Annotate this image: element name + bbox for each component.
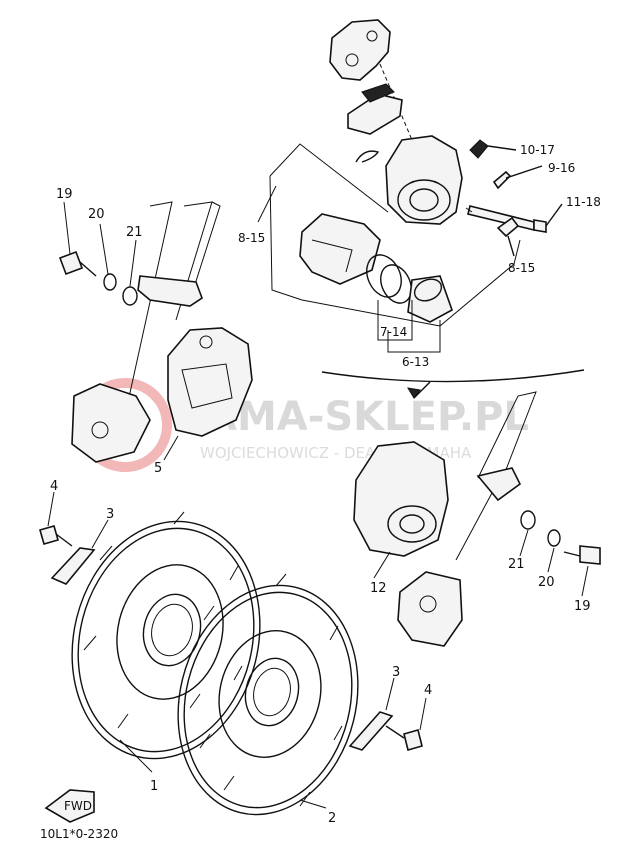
callout-20-right: 20	[538, 575, 555, 590]
callout-9-16: 9-16	[548, 161, 575, 175]
callout-10-17: 10-17	[520, 143, 555, 157]
right-fork-leg	[397, 571, 463, 647]
left-fork-clamp	[137, 275, 203, 307]
brake-disc-1[interactable]	[48, 501, 285, 778]
caliper-bracket-top[interactable]	[329, 19, 391, 81]
caliper-piston[interactable]	[407, 275, 453, 323]
washer-21-left[interactable]	[122, 286, 138, 306]
callout-11-18: 11-18	[566, 195, 601, 209]
callout-8-15-left: 8-15	[238, 231, 265, 245]
bolt-19-left[interactable]	[58, 250, 84, 276]
callout-19-right: 19	[574, 599, 591, 614]
fwd-label: FWD	[64, 799, 92, 813]
callout-3-right: 3	[392, 665, 400, 680]
bolt-4-right[interactable]	[403, 729, 423, 751]
callout-7-14: 7-14	[380, 325, 407, 339]
disc-hardware	[39, 491, 427, 751]
assembly-direction-arrow	[321, 369, 585, 383]
right-fork-assembly	[353, 391, 601, 647]
callout-3-left: 3	[106, 507, 114, 522]
callout-8-15-right: 8-15	[508, 261, 535, 275]
callout-19-left: 19	[56, 187, 73, 202]
caliper-left[interactable]	[167, 327, 253, 437]
left-fork-assembly	[58, 201, 253, 463]
brake-pad-inner[interactable]	[299, 213, 381, 285]
washer-20-left[interactable]	[103, 273, 117, 291]
bolt-19-right[interactable]	[579, 545, 601, 565]
callout-2: 2	[328, 811, 336, 826]
bolt-4-left[interactable]	[39, 525, 59, 545]
washer-21-right[interactable]	[520, 510, 536, 530]
forward-arrow-icon: FWD	[44, 789, 95, 823]
callout-21-left: 21	[126, 225, 143, 240]
callout-6-13: 6-13	[402, 355, 429, 369]
callout-20-left: 20	[88, 207, 105, 222]
callout-4-left: 4	[50, 479, 58, 494]
callout-21-right: 21	[508, 557, 525, 572]
diagram-code: 10L1*0-2320	[40, 827, 118, 841]
piston-seal[interactable]	[360, 249, 408, 302]
callout-12: 12	[370, 581, 387, 596]
watermark: AMA-SKLEP.PL WOJCIECHOWICZ - DEALER YAMA…	[78, 378, 529, 472]
right-fork-clamp	[476, 467, 522, 502]
callout-labels: 1 2 3 3 4 4 5 6-13 7-14 8-15 8-15 9-16 1…	[50, 143, 601, 826]
callout-4-right: 4	[424, 683, 432, 698]
caliper-exploded-assembly	[269, 19, 563, 353]
left-fork-leg	[71, 383, 151, 463]
lock-plate-3-left[interactable]	[50, 547, 96, 585]
brake-disc-2[interactable]	[155, 566, 382, 834]
pad-pin-clip	[355, 150, 380, 163]
watermark-main-text: AMA-SKLEP.PL	[206, 394, 529, 440]
lock-plate-3-right[interactable]	[348, 711, 394, 751]
caliper-right[interactable]	[353, 441, 449, 557]
bleed-screw-icon	[469, 139, 489, 159]
callout-5: 5	[154, 461, 162, 476]
washer-20-right[interactable]	[547, 529, 561, 547]
callout-1: 1	[150, 779, 158, 794]
